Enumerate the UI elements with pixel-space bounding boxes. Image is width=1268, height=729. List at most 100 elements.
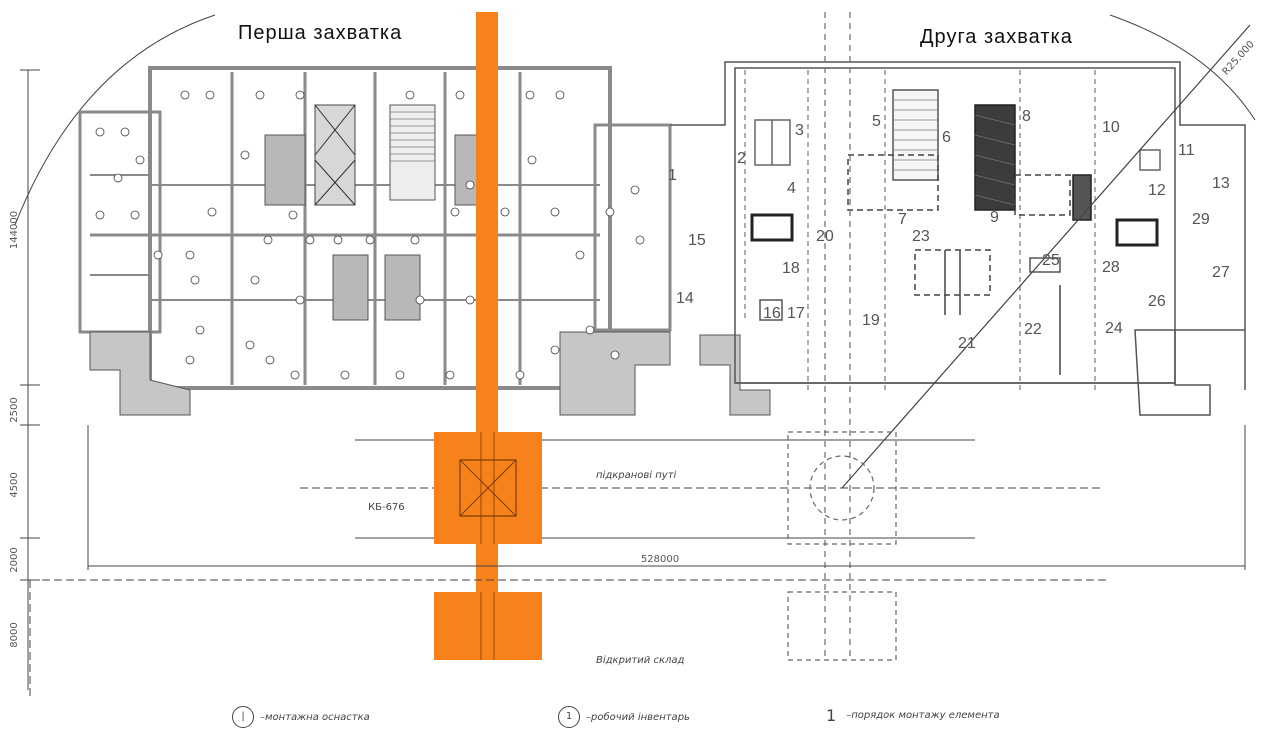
inventory-marker-icon <box>250 275 260 285</box>
inventory-marker-icon <box>185 355 195 365</box>
sequence-number: 26 <box>1148 293 1166 310</box>
sequence-number: 21 <box>958 335 976 352</box>
rails-label: підкранові путі <box>596 470 677 481</box>
legend-order: 1 –порядок монтажу елемента <box>826 706 1000 725</box>
inventory-marker-icon <box>415 295 425 305</box>
inventory-marker-icon <box>555 90 565 100</box>
sequence-number: 1 <box>668 167 677 184</box>
sequence-number: 25 <box>1042 252 1060 269</box>
inventory-marker-icon <box>265 355 275 365</box>
work-symbol-icon: 1 <box>558 706 580 728</box>
legend-mount-text: –монтажна оснастка <box>260 711 370 723</box>
inventory-marker-icon <box>190 275 200 285</box>
inventory-marker-icon <box>465 295 475 305</box>
dim-d1: 2500 <box>9 397 20 422</box>
order-symbol: 1 <box>826 706 837 725</box>
sequence-number: 8 <box>1022 108 1031 125</box>
inventory-marker-icon <box>245 340 255 350</box>
legend-order-text: –порядок монтажу елемента <box>846 710 1000 721</box>
title-second-section: Друга захватка <box>920 26 1073 48</box>
inventory-marker-icon <box>585 325 595 335</box>
crane-rails <box>300 439 1100 539</box>
inventory-marker-icon <box>465 180 475 190</box>
sequence-number: 27 <box>1212 264 1230 281</box>
inventory-marker-icon <box>630 185 640 195</box>
radius-label: R25.000 <box>1221 39 1257 78</box>
mount-symbol-icon: | <box>232 706 254 728</box>
crane-radius-line <box>841 24 1251 489</box>
legend-work: 1 –робочий інвентарь <box>558 706 690 728</box>
inventory-marker-icon <box>290 370 300 380</box>
crane-kb676 <box>434 12 542 660</box>
sequence-number: 10 <box>1102 119 1120 136</box>
inventory-marker-icon <box>527 155 537 165</box>
inventory-marker-icon <box>295 90 305 100</box>
dim-d4: 8000 <box>9 622 20 647</box>
inventory-marker-icon <box>365 235 375 245</box>
inventory-marker-icon <box>205 90 215 100</box>
inventory-marker-icon <box>550 345 560 355</box>
sequence-number: 12 <box>1148 182 1166 199</box>
inventory-marker-icon <box>180 90 190 100</box>
inventory-marker-icon <box>120 127 130 137</box>
inventory-marker-icon <box>405 90 415 100</box>
work-inventory-markers <box>95 90 645 380</box>
sequence-number: 13 <box>1212 175 1230 192</box>
title-first-section: Перша захватка <box>238 22 403 44</box>
sequence-number: 16 <box>763 305 781 322</box>
inventory-marker-icon <box>635 235 645 245</box>
inventory-marker-icon <box>288 210 298 220</box>
inventory-marker-icon <box>255 90 265 100</box>
dimension-lines <box>20 69 1246 700</box>
inventory-marker-icon <box>305 235 315 245</box>
inventory-marker-icon <box>605 207 615 217</box>
sequence-number: 19 <box>862 312 880 329</box>
inventory-marker-icon <box>263 235 273 245</box>
inventory-marker-icon <box>550 207 560 217</box>
crane-label: КБ-676 <box>368 502 405 513</box>
warehouse-label: Відкритий склад <box>596 655 685 666</box>
inventory-marker-icon <box>575 250 585 260</box>
sequence-number: 20 <box>816 228 834 245</box>
inventory-marker-icon <box>610 350 620 360</box>
inventory-marker-icon <box>500 207 510 217</box>
inventory-marker-icon <box>95 127 105 137</box>
inventory-marker-icon <box>450 207 460 217</box>
sequence-number: 2 <box>737 150 746 167</box>
building-section-1 <box>78 66 771 416</box>
sequence-number: 4 <box>787 180 796 197</box>
inventory-marker-icon <box>113 173 123 183</box>
crane-radius-arc-left <box>14 14 216 226</box>
building-section-2 <box>670 61 1246 416</box>
dim-d2: 4500 <box>9 472 20 497</box>
sequence-number: 17 <box>787 305 805 322</box>
sequence-number: 28 <box>1102 259 1120 276</box>
inventory-marker-icon <box>340 370 350 380</box>
crane-radius-arc-right <box>1109 14 1256 121</box>
sequence-number: 18 <box>782 260 800 277</box>
inventory-marker-icon <box>410 235 420 245</box>
legend-mount: | –монтажна оснастка <box>232 706 370 728</box>
inventory-marker-icon <box>240 150 250 160</box>
inventory-marker-icon <box>195 325 205 335</box>
inventory-marker-icon <box>153 250 163 260</box>
sequence-number: 14 <box>676 290 694 307</box>
sequence-number: 15 <box>688 232 706 249</box>
inventory-marker-icon <box>135 155 145 165</box>
inventory-marker-icon <box>525 90 535 100</box>
sequence-number: 24 <box>1105 320 1123 337</box>
sequence-number: 5 <box>872 113 881 130</box>
inventory-marker-icon <box>515 370 525 380</box>
sequence-number: 23 <box>912 228 930 245</box>
sequence-number: 6 <box>942 129 951 146</box>
sequence-number: 29 <box>1192 211 1210 228</box>
sequence-number: 22 <box>1024 321 1042 338</box>
inventory-marker-icon <box>295 295 305 305</box>
dim-height-main: 144000 <box>9 211 20 249</box>
inventory-marker-icon <box>95 210 105 220</box>
inventory-marker-icon <box>207 207 217 217</box>
inventory-marker-icon <box>333 235 343 245</box>
